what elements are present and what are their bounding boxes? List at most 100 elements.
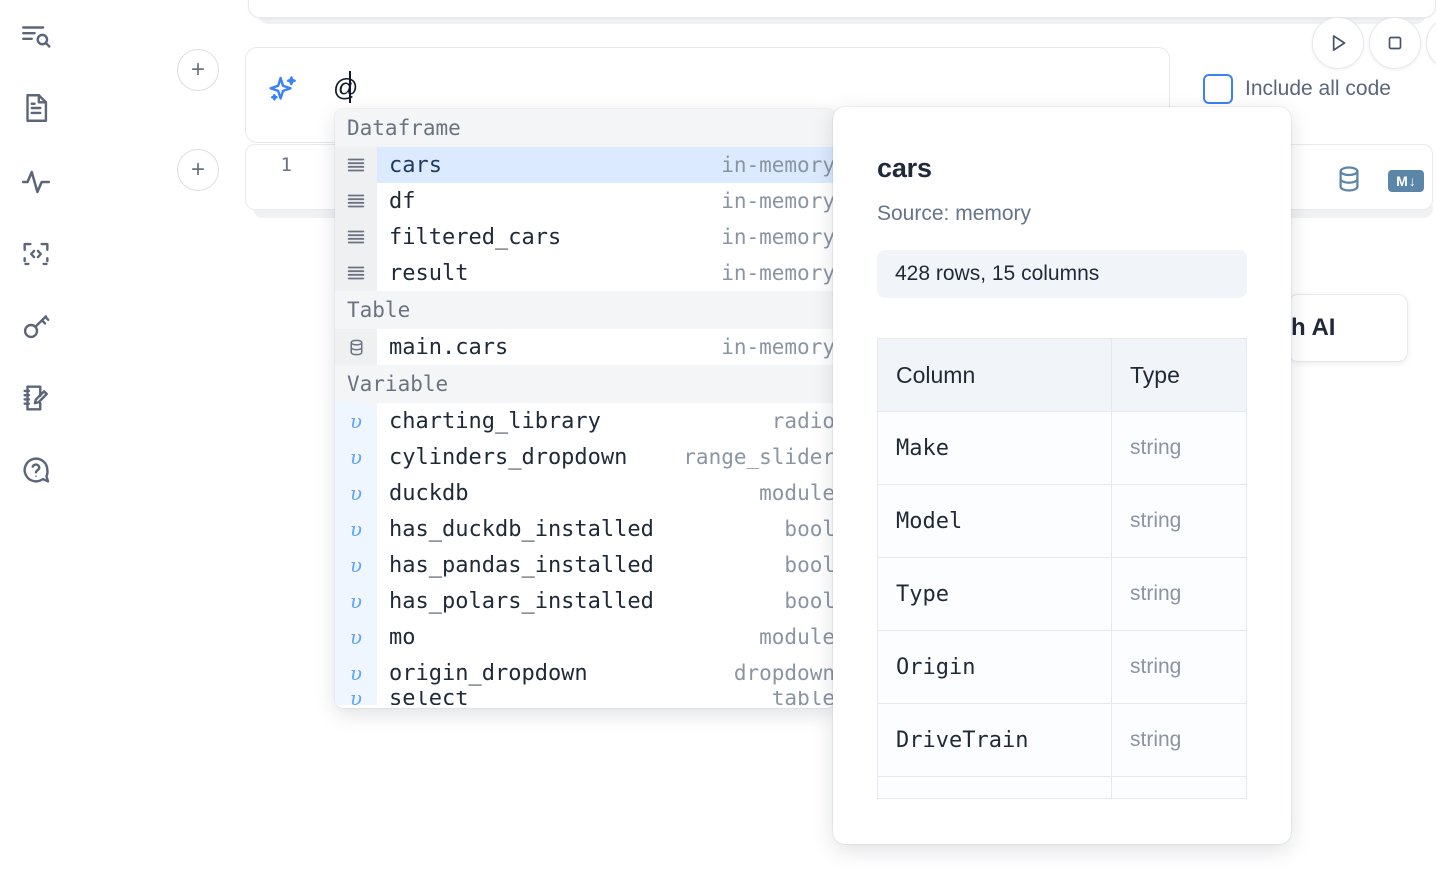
ai-chip-label: h AI (1291, 314, 1336, 341)
markdown-icon[interactable]: M ↓ (1388, 170, 1424, 192)
file-search-icon[interactable] (14, 14, 58, 58)
top-cell-card (248, 0, 1436, 18)
include-all-code-label: Include all code (1245, 77, 1391, 100)
table-rows-icon (335, 219, 377, 255)
ai-suggestion-chip[interactable]: h AI (1288, 294, 1408, 362)
autocomplete-item-type: module (759, 625, 835, 649)
database-icon (335, 329, 377, 365)
autocomplete-item-name: cylinders_dropdown (389, 444, 628, 470)
autocomplete-item[interactable]: υ charting_library radio (335, 403, 835, 439)
autocomplete-item-name: origin_dropdown (389, 660, 588, 686)
autocomplete-item-type: in-memory (721, 225, 835, 249)
autocomplete-item-type: in-memory (721, 153, 835, 177)
markdown-label: M (1396, 173, 1408, 189)
autocomplete-item-type: bool (784, 589, 835, 613)
more-actions-button[interactable] (1426, 17, 1436, 69)
include-all-code-checkbox[interactable] (1203, 74, 1233, 104)
text-caret (349, 71, 351, 103)
autocomplete-group-header: Table (335, 291, 835, 329)
table-rows-icon (335, 147, 377, 183)
ai-prompt-input[interactable]: @ (333, 74, 359, 102)
left-icon-rail (0, 0, 72, 874)
schema-column-type: string (1111, 484, 1247, 558)
help-chat-icon[interactable] (14, 448, 58, 492)
autocomplete-item-name: has_polars_installed (389, 588, 654, 614)
run-button[interactable] (1312, 17, 1364, 69)
code-snippet-icon[interactable] (14, 232, 58, 276)
variable-icon: υ (335, 619, 377, 655)
stop-button[interactable] (1369, 17, 1421, 69)
autocomplete-item-name: result (389, 260, 469, 286)
table-rows-icon (335, 255, 377, 291)
autocomplete-item-type: bool (784, 517, 835, 541)
add-cell-button-bottom[interactable]: + (177, 149, 219, 191)
key-icon[interactable] (14, 304, 58, 348)
database-icon[interactable] (1333, 163, 1365, 200)
autocomplete-item[interactable]: result in-memory (335, 255, 835, 291)
autocomplete-item-name: main.cars (389, 334, 509, 360)
schema-column-name: DriveTrain (877, 703, 1112, 777)
autocomplete-item-name: mo (389, 624, 416, 650)
scratchpad-icon[interactable] (14, 376, 58, 420)
variable-icon: υ (335, 439, 377, 475)
schema-column-type: string (1111, 703, 1247, 777)
autocomplete-item-type: radio (771, 409, 835, 433)
autocomplete-item-type: in-memory (721, 261, 835, 285)
variable-icon: υ (335, 511, 377, 547)
schema-header-cell: Column (877, 338, 1112, 412)
top-cell-shadow (258, 14, 1426, 24)
autocomplete-item-name: has_pandas_installed (389, 552, 654, 578)
autocomplete-item-name: cars (389, 152, 442, 178)
activity-icon[interactable] (14, 160, 58, 204)
autocomplete-item[interactable]: υ has_pandas_installed bool (335, 547, 835, 583)
autocomplete-item[interactable]: filtered_cars in-memory (335, 219, 835, 255)
table-rows-icon (335, 183, 377, 219)
schema-column-type: string (1111, 411, 1247, 485)
autocomplete-item[interactable]: cars in-memory (335, 147, 835, 183)
include-all-code-row[interactable]: Include all code (1203, 74, 1391, 104)
autocomplete-item[interactable]: υ origin_dropdown dropdown (335, 655, 835, 691)
autocomplete-item-type: table (771, 691, 835, 705)
document-icon[interactable] (14, 86, 58, 130)
ai-sparkle-icon (265, 73, 299, 107)
autocomplete-item-type: dropdown (733, 661, 835, 685)
code-line-number: 1 (280, 154, 292, 176)
schema-column-name: Model (877, 484, 1112, 558)
autocomplete-item[interactable]: main.cars in-memory (335, 329, 835, 365)
detail-stats-badge: 428 rows, 15 columns (877, 250, 1247, 298)
variable-icon: υ (335, 403, 377, 439)
variable-icon: υ (335, 547, 377, 583)
autocomplete-item-name: select (389, 691, 469, 705)
variable-icon: υ (335, 655, 377, 691)
download-arrow-icon: ↓ (1408, 173, 1416, 189)
autocomplete-item-type: bool (784, 553, 835, 577)
autocomplete-item-name: filtered_cars (389, 224, 562, 250)
dataframe-detail-panel: cars Source: memory 428 rows, 15 columns… (833, 107, 1291, 844)
autocomplete-item-type: module (759, 481, 835, 505)
schema-column-name: Origin (877, 630, 1112, 704)
variable-icon: υ (335, 475, 377, 511)
detail-title: cars (877, 153, 932, 183)
schema-column-type (1111, 776, 1247, 799)
autocomplete-item-type: in-memory (721, 335, 835, 359)
autocomplete-item-name: charting_library (389, 408, 601, 434)
autocomplete-item-name: duckdb (389, 480, 469, 506)
variable-icon: υ (335, 691, 377, 705)
add-cell-button-top[interactable]: + (177, 49, 219, 91)
autocomplete-item-type: in-memory (721, 189, 835, 213)
